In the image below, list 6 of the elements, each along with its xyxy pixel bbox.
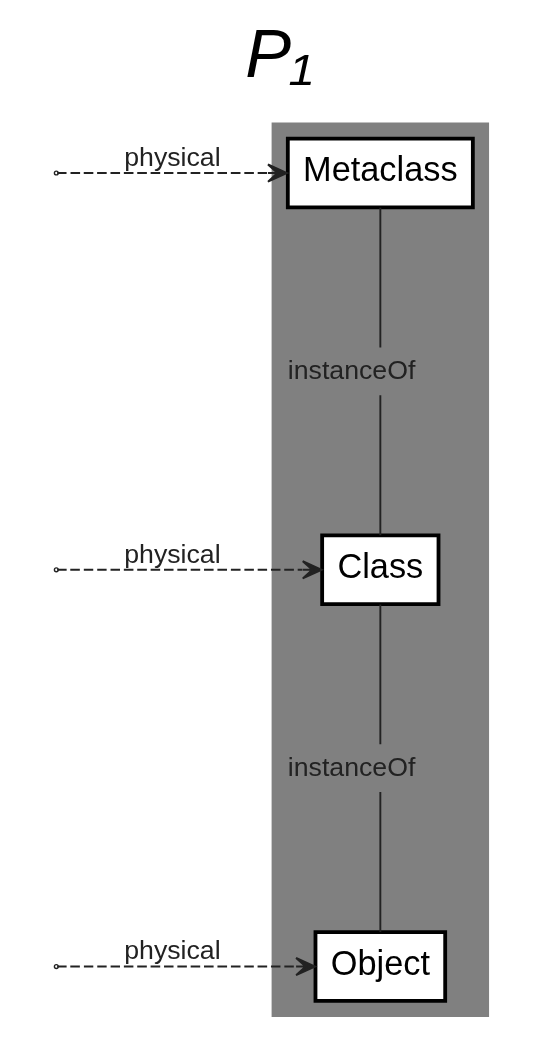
edge-label: instanceOf	[287, 355, 415, 386]
edge-label: physical	[123, 538, 221, 569]
diagram-title: P₁	[244, 15, 313, 93]
edge-label: physical	[123, 935, 221, 966]
edge-label: physical	[123, 141, 221, 172]
edge-label: instanceOf	[287, 752, 415, 783]
